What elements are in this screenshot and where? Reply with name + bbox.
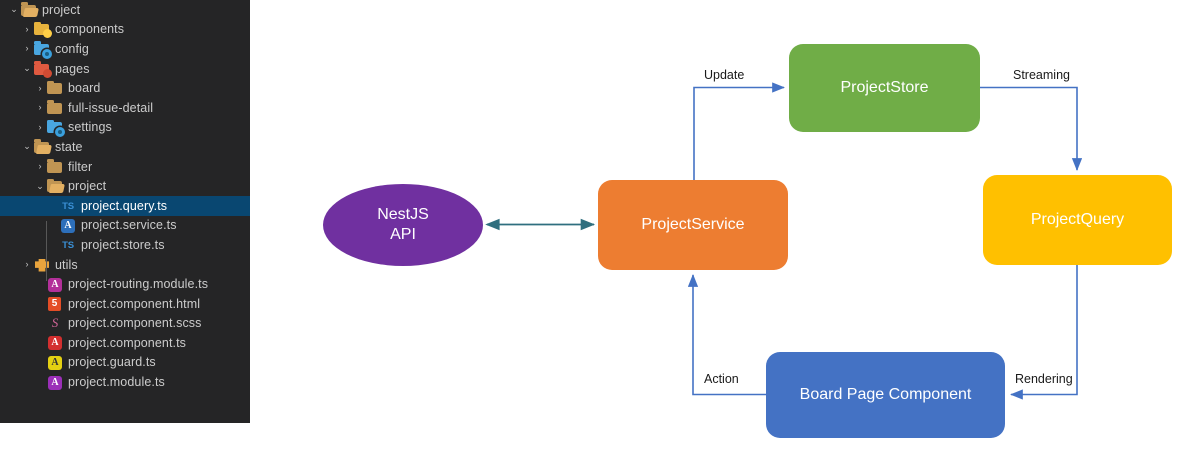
tree-item-label: project.query.ts [81,198,168,213]
folder-components [34,21,52,39]
node-nestjs-api[interactable]: NestJS API [323,184,483,266]
tree-item-label: project.store.ts [81,237,165,252]
edge-update-path [693,82,785,180]
folder-closed-tan [47,80,63,96]
folder-closed-tan [47,100,63,116]
tree-item-label: project.component.scss [68,316,202,331]
chevron-right-icon[interactable]: › [38,102,42,113]
puzzle-icon [34,257,50,273]
folder-pages [34,61,52,78]
tree-item-label: utils [55,257,78,272]
tree-item-label: project.component.ts [68,335,187,350]
tree-folder-settings[interactable]: › settings [0,118,250,138]
tree-item-label: components [55,22,125,37]
chevron-down-icon[interactable]: ⌄ [23,141,31,152]
chevron-down-icon[interactable]: ⌄ [23,63,31,74]
chevron-right-icon[interactable]: › [38,121,42,132]
edge-action-path [687,274,766,396]
chevron-down-icon[interactable]: ⌄ [10,4,18,15]
folder-closed-tan [47,159,63,175]
edge-label-update: Update [702,68,747,82]
tree-item-label: project.guard.ts [68,355,156,370]
typescript-icon: TS [62,239,74,251]
edge-label-action: Action [702,372,741,386]
tree-file-project-component-html[interactable]: 5 project.component.html [0,294,250,314]
edge-label-rendering: Rendering [1013,372,1075,386]
tree-item-label: project [42,2,81,17]
folder-settings [47,119,65,138]
html5-icon: 5 [47,296,63,312]
sass-icon: S [51,315,59,331]
tree-item-label: project-routing.module.ts [68,277,209,292]
tree-folder-state[interactable]: ⌄ state [0,137,250,157]
node-label: ProjectService [641,216,745,233]
chevron-right-icon[interactable]: › [38,161,42,172]
chevron-right-icon[interactable]: › [25,43,29,54]
tree-item-label: project.module.ts [68,375,165,390]
tree-item-label: config [55,41,89,56]
chevron-right-icon[interactable]: › [25,23,29,34]
tree-file-project-query-ts[interactable]: TS project.query.ts [0,195,250,216]
node-project-store[interactable]: ProjectStore [789,44,980,132]
edge-rendering-path [1010,265,1078,400]
chevron-down-icon[interactable]: ⌄ [36,180,44,191]
file-explorer-panel: ⌄ project › components › config ⌄ pages › board › f… [0,0,250,423]
tree-item-label: project [68,179,107,194]
chevron-right-icon[interactable]: › [25,259,29,270]
tree-item-label: filter [68,159,93,174]
node-label: ProjectStore [840,79,929,96]
typescript-icon: TS [62,200,74,212]
tree-folder-project[interactable]: ⌄ project [0,176,250,196]
tree-item-label: board [68,81,101,96]
tree-item-label: settings [68,120,112,135]
angular-guard-icon: A [47,354,63,370]
angular-module-icon: A [47,374,63,390]
folder-open-tan [47,178,63,194]
node-project-query[interactable]: ProjectQuery [983,175,1172,265]
folder-open-tan [21,2,37,18]
edge-label-streaming: Streaming [1011,68,1072,82]
tree-folder-pages[interactable]: ⌄ pages [0,59,250,79]
tree-item-label: pages [55,61,90,76]
angular-component-icon: A [47,335,63,351]
angular-service-icon: A [60,217,76,233]
folder-config [34,41,52,59]
edge-streaming-path [980,86,1083,171]
node-project-service[interactable]: ProjectService [598,180,788,270]
tree-file-project-store-ts[interactable]: TS project.store.ts [0,235,250,255]
tree-folder-config[interactable]: › config [0,39,250,59]
tree-folder-filter[interactable]: › filter [0,157,250,177]
folder-open-tan [34,139,50,155]
angular-routing-icon: A [47,276,63,292]
node-label: Board Page Component [799,386,972,403]
tree-folder-full-issue-detail[interactable]: › full-issue-detail [0,98,250,118]
indent-guide [46,221,47,281]
tree-item-label: full-issue-detail [68,100,154,115]
tree-item-label: project.component.html [68,296,201,311]
tree-folder-utils[interactable]: › utils [0,255,250,275]
tree-item-label: state [55,139,83,154]
tree-folder-board[interactable]: › board [0,78,250,98]
node-label: ProjectQuery [1030,211,1125,228]
chevron-right-icon[interactable]: › [38,82,42,93]
tree-item-label: project.service.ts [81,218,177,233]
node-board-page-component[interactable]: Board Page Component [766,352,1005,438]
tree-folder-components[interactable]: › components [0,20,250,40]
tree-folder-project[interactable]: ⌄ project [0,0,250,20]
node-label: NestJS API [377,206,429,243]
